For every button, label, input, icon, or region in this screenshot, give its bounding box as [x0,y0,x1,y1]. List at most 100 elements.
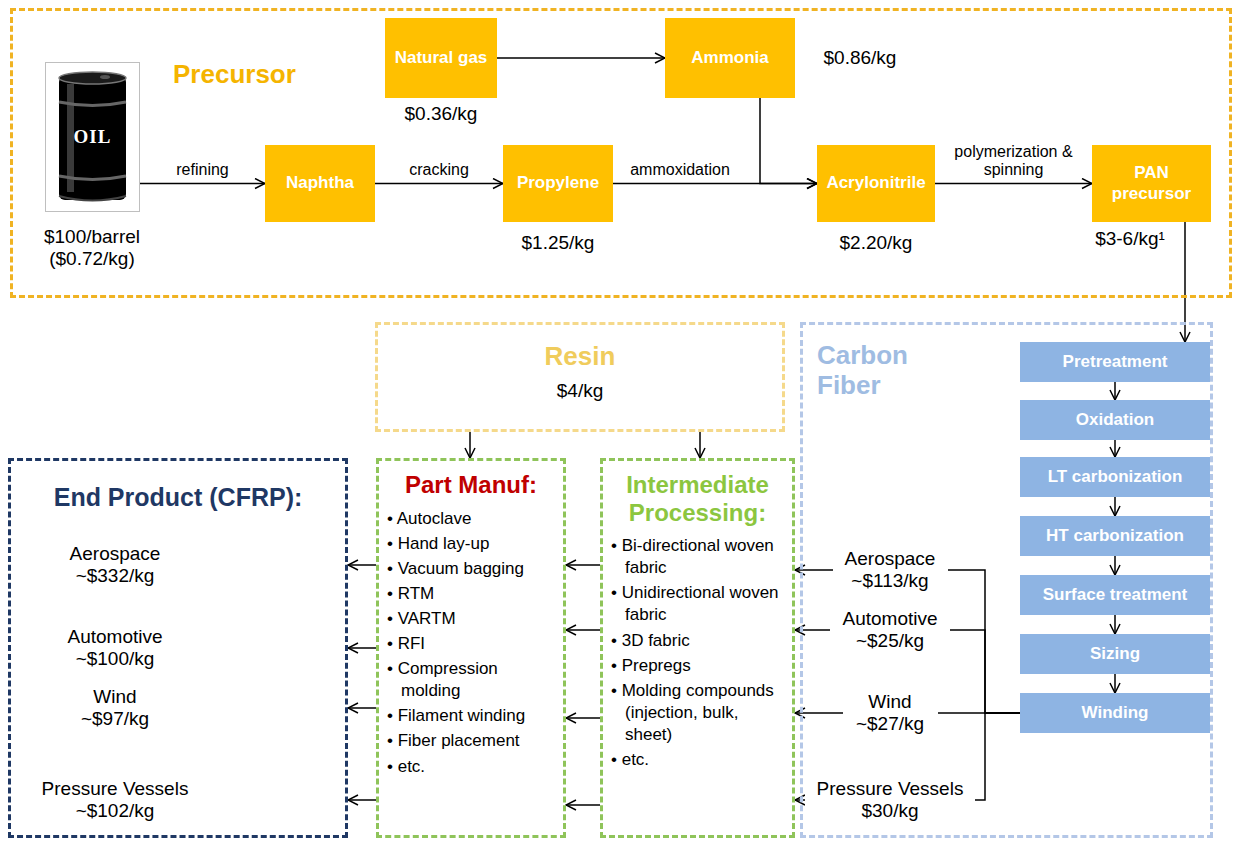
price-label: Aerospace ~$332/kg [33,543,198,587]
edge-label: Wind ~$27/kg [843,690,938,736]
barrel-label: OIL [74,126,112,148]
price-label: $0.86/kg [805,47,915,69]
list-item: • etc. [387,756,555,778]
price-label: Wind ~$97/kg [65,686,165,730]
list-item: • RFI [387,633,555,655]
flow-arrow [699,432,701,458]
flow-arrow [566,717,600,719]
edge-label: refining [176,161,228,179]
list-item: • etc. [611,749,784,771]
precursor-step-label: PAN precursor [1100,163,1203,204]
edge-label: Aerospace ~$113/kg [833,547,948,593]
flow-arrow [566,564,600,566]
list-item: • Bi-directional woven fabric [611,535,784,579]
list-item: • Vacuum bagging [387,558,555,580]
precursor-step-label: Naphtha [286,173,354,193]
price-label-holder: $2.20/kg [821,232,931,254]
region-title: Resin [545,341,616,372]
price-label-holder: Automotive ~$100/kg [33,626,198,670]
flow-arrow [140,183,265,185]
flow-arrow [935,183,1092,185]
oil-barrel: OIL [45,62,140,212]
process-step-label: Sizing [1090,644,1140,664]
price-label-holder: Wind ~$97/kg [65,686,165,730]
list-item: • Filament winding [387,705,555,727]
price-label-holder: $1.25/kg [503,232,613,254]
price-label-holder: $0.36/kg [381,103,501,125]
list-title: Part Manuf: [387,471,555,499]
list-item: • Hand lay-up [387,533,555,555]
flow-arrow [469,432,471,458]
process-step: Surface treatment [1020,575,1210,615]
process-step-label: Surface treatment [1043,585,1188,605]
flow-arrow [566,804,600,806]
region-title: End Product (CFRP): [54,483,303,512]
price-label: $100/barrel ($0.72/kg) [30,226,155,270]
process-step-label: Winding [1082,703,1149,723]
price-label-holder: $100/barrel ($0.72/kg) [30,226,155,270]
edge-label-holder: refining [176,161,228,179]
flow-arrow [1114,556,1116,575]
flow-arrow [1114,382,1116,400]
flow-arrow [1114,674,1116,693]
edge-label: ammoxidation [630,161,730,179]
list-item: • VARTM [387,608,555,630]
precursor-box: Naphtha [265,145,375,222]
process-step: Oxidation [1020,400,1210,440]
edge-label-holder: polymerization & spinning [949,143,1079,180]
intermediate-processing-box: Intermediate Processing: • Bi-directional… [600,458,795,838]
precursor-box: PAN precursor [1092,145,1211,222]
precursor-box: Propylene [503,145,613,222]
price-label: $1.25/kg [503,232,613,254]
flow-arrow [760,98,817,184]
flow-arrow [375,183,503,185]
price-label-holder: Pressure Vessels ~$102/kg [33,778,198,822]
precursor-box: Ammonia [665,18,795,98]
precursor-step-label: Acrylonitrile [826,173,925,193]
list-item: • Fiber placement [387,730,555,752]
precursor-step-label: Ammonia [691,48,768,68]
precursor-step-label: Natural gas [395,48,488,68]
price-label: $2.20/kg [821,232,931,254]
flow-arrow [348,799,376,801]
list-item: • Unidirectional woven fabric [611,582,784,626]
edge-label: cracking [409,161,469,179]
price-label: Automotive ~$100/kg [33,626,198,670]
list-item: • Prepregs [611,655,784,677]
edge-label-holder: Aerospace ~$113/kg [833,547,948,593]
process-step: Winding [1020,693,1210,733]
process-step-label: LT carbonization [1048,467,1183,487]
flow-arrow [348,707,376,709]
edge-label-holder: cracking [409,161,469,179]
flow-arrow [497,57,665,59]
flow-arrow [348,564,376,566]
part-manufacturing-box: Part Manuf:• Autoclave• Hand lay-up• Vac… [376,458,566,838]
region-title: Precursor [173,59,296,90]
edge-label-holder: Pressure Vessels $30/kg [805,777,975,823]
flow-arrow [348,647,376,649]
price-label-holder: $0.86/kg [805,47,915,69]
process-step: HT carbonization [1020,516,1210,556]
list-item: • RTM [387,583,555,605]
region-title: Carbon Fiber [817,341,937,401]
flow-arrow [1114,497,1116,516]
process-step: LT carbonization [1020,457,1210,497]
precursor-box: Natural gas [385,18,497,98]
edge-label-holder: Automotive ~$25/kg [830,607,950,653]
edge-label: polymerization & spinning [949,143,1079,180]
price-label-holder: $3-6/kg¹ [1085,228,1175,250]
process-step: Pretreatment [1020,342,1210,382]
process-step-label: Pretreatment [1063,352,1168,372]
price-label-holder: Aerospace ~$332/kg [33,543,198,587]
flow-arrow [1114,440,1116,457]
process-step-label: Oxidation [1076,410,1154,430]
flow-arrow [566,629,600,631]
list-title: Intermediate Processing: [611,471,784,526]
region-title: $4/kg [557,380,603,402]
precursor-step-label: Propylene [517,173,599,193]
price-label: $3-6/kg¹ [1085,228,1175,250]
precursor-box: Acrylonitrile [817,145,935,222]
edge-label-holder: Wind ~$27/kg [843,690,938,736]
list-item: • Compression molding [387,658,555,702]
